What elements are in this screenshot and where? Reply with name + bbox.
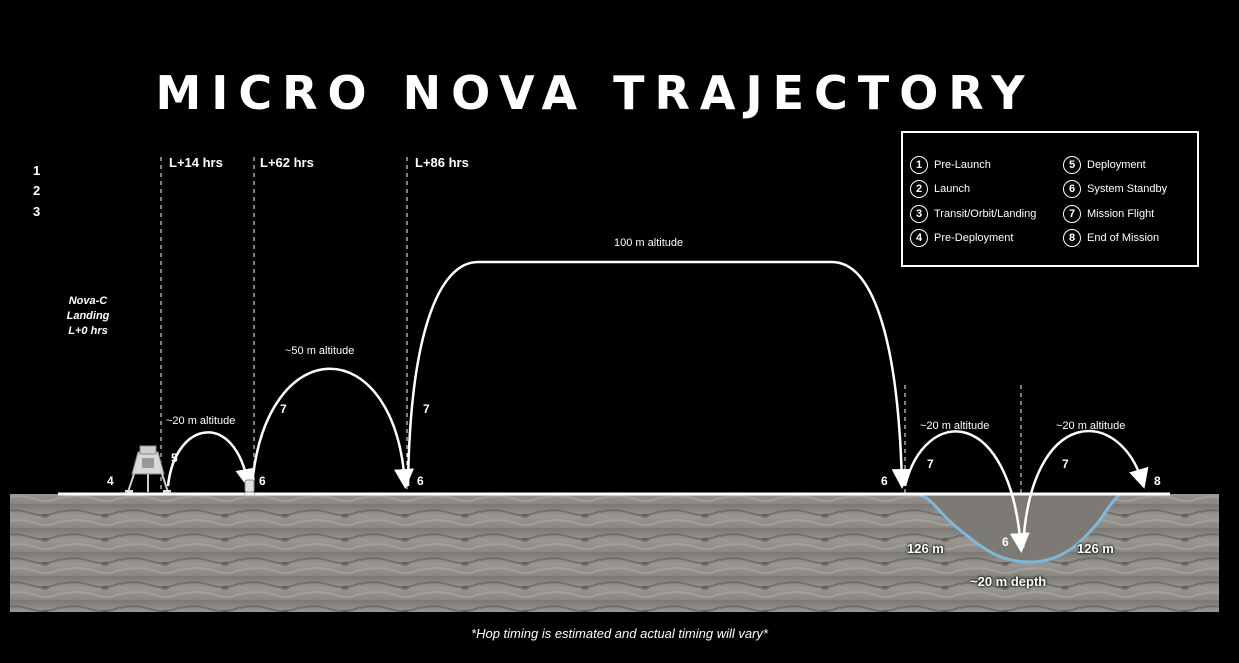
phase-number: 6	[1002, 535, 1009, 549]
legend-item-pre-deployment: 4 Pre-Deployment	[910, 229, 1013, 247]
phase-number: 4	[107, 474, 114, 488]
legend-num: 5	[1063, 156, 1081, 174]
page-title: MICRO NOVA TRAJECTORY	[155, 66, 1035, 120]
legend-num: 7	[1063, 205, 1081, 223]
crater-depth: ~20 m depth	[970, 574, 1047, 589]
legend-label: End of Mission	[1087, 232, 1160, 244]
legend-item-pre-launch: 1 Pre-Launch	[910, 156, 991, 174]
micro-nova-hopper-icon	[243, 479, 256, 496]
legend-item-end-of-mission: 8 End of Mission	[1063, 229, 1159, 247]
legend-label: Launch	[934, 183, 971, 195]
legend-label: Pre-Deployment	[934, 232, 1014, 244]
time-marker-l14: L+14 hrs	[169, 155, 223, 170]
altitude-label-hop4: ~20 m altitude	[920, 420, 990, 432]
legend-item-system-standby: 6 System Standby	[1063, 180, 1167, 198]
legend-label: Deployment	[1087, 159, 1146, 171]
legend-num: 2	[910, 180, 928, 198]
side-number-1: 1	[33, 163, 41, 178]
legend-item-launch: 2 Launch	[910, 180, 970, 198]
legend-item-deployment: 5 Deployment	[1063, 156, 1146, 174]
legend-label: Transit/Orbit/Landing	[934, 208, 1037, 220]
hop-arc-1	[166, 431, 256, 489]
nova-label-line-3: L+0 hrs	[68, 325, 108, 337]
nova-c-lander-icon	[125, 445, 171, 493]
phase-number: 6	[417, 474, 424, 488]
nova-c-landing-label: Nova-C Landing L+0 hrs	[48, 294, 128, 339]
footnote: *Hop timing is estimated and actual timi…	[471, 626, 768, 641]
nova-label-line-1: Nova-C	[68, 295, 108, 307]
legend-item-mission-flight: 7 Mission Flight	[1063, 205, 1154, 223]
altitude-label-hop3: 100 m altitude	[614, 237, 684, 249]
altitude-label-hop1: ~20 m altitude	[166, 415, 236, 427]
phase-number: 7	[1062, 457, 1069, 471]
hop-arc-2	[250, 367, 414, 489]
phase-number: 8	[1154, 474, 1161, 488]
nova-label-line-2: Landing	[66, 310, 110, 322]
time-marker-l86: L+86 hrs	[415, 155, 469, 170]
legend-num: 1	[910, 156, 928, 174]
legend-item-transit: 3 Transit/Orbit/Landing	[910, 205, 1036, 223]
legend-label: Pre-Launch	[934, 159, 991, 171]
time-marker-l62: L+62 hrs	[260, 155, 314, 170]
legend-num: 8	[1063, 229, 1081, 247]
crater-right-width: 126 m	[1077, 541, 1114, 556]
legend-box: 1 Pre-Launch 2 Launch 3 Transit/Orbit/La…	[901, 131, 1199, 267]
phase-number: 5	[171, 451, 178, 465]
phase-number: 7	[927, 457, 934, 471]
hop-arc-4	[903, 430, 1030, 553]
legend-label: System Standby	[1087, 183, 1168, 195]
legend-label: Mission Flight	[1087, 208, 1155, 220]
phase-number: 7	[280, 402, 287, 416]
side-number-2: 2	[33, 183, 41, 198]
legend-num: 6	[1063, 180, 1081, 198]
legend-num: 3	[910, 205, 928, 223]
phase-number: 6	[259, 474, 266, 488]
altitude-label-hop5: ~20 m altitude	[1056, 420, 1126, 432]
side-number-3: 3	[33, 204, 41, 219]
hop-arc-3	[406, 260, 912, 489]
legend-num: 4	[910, 229, 928, 247]
phase-number: 6	[881, 474, 888, 488]
phase-number: 7	[423, 402, 430, 416]
crater-left-width: 126 m	[907, 541, 944, 556]
altitude-label-hop2: ~50 m altitude	[285, 345, 355, 357]
hop-arc-5	[1021, 429, 1149, 549]
